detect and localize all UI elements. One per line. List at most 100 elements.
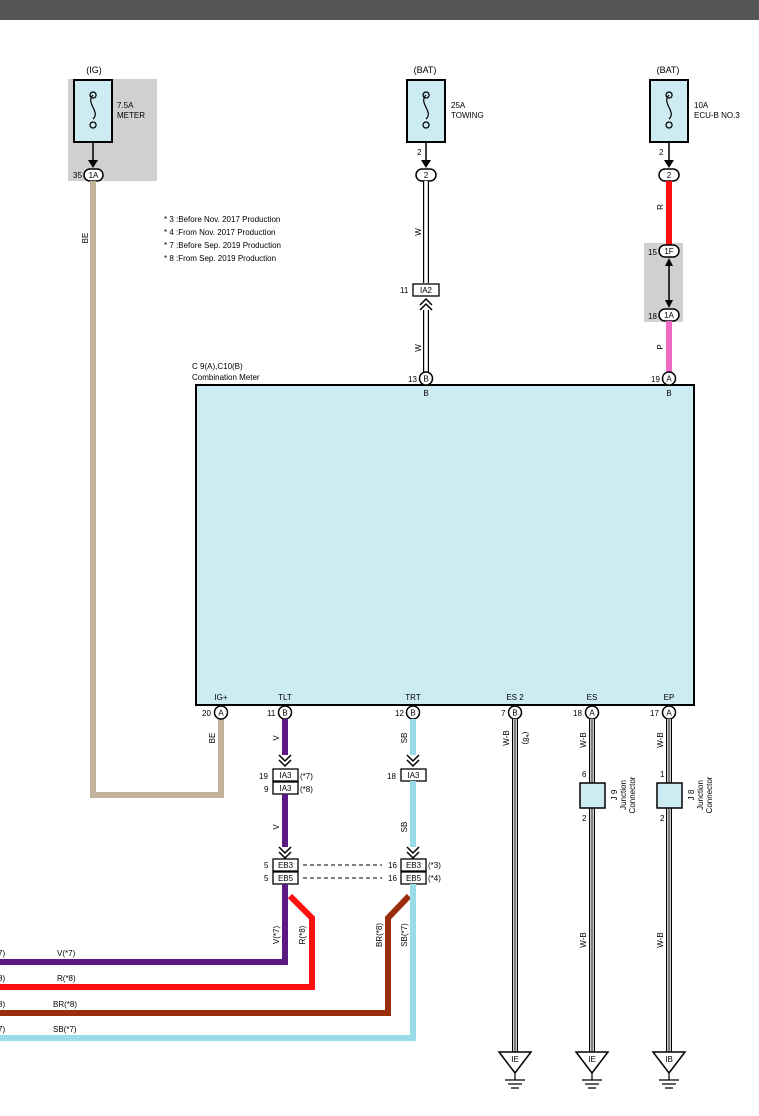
ground-icon [582, 1079, 602, 1089]
pin-w-terminal: B [423, 389, 428, 398]
junction-j8 [656, 782, 683, 809]
wire-label-v7-h: V(*7) [57, 949, 76, 958]
pin-p-num: 19 [651, 375, 660, 384]
ia3-trt-name: IA3 [407, 771, 420, 780]
j8-name: J 8 [687, 789, 696, 800]
edge-label-r: 8) [0, 974, 5, 983]
wire-label-be-top: BE [81, 233, 90, 244]
pin-es2-terminal: ES 2 [506, 693, 524, 702]
wire-be: BE BE [81, 181, 224, 798]
connector-1f [658, 244, 680, 258]
chevron-down-icon [278, 846, 292, 860]
wire-label-v7-vert: V(*7) [272, 926, 281, 945]
edge-label-br: 8) [0, 1000, 5, 1009]
pin-trt-terminal: TRT [405, 693, 421, 702]
pin-ig-num: 20 [202, 709, 211, 718]
eb5-r-note: (*4) [428, 874, 441, 883]
connector-eb3-right [400, 858, 427, 872]
arrow-down-icon [88, 160, 98, 168]
wire-label-sb-1: SB [400, 733, 409, 744]
eb5-r-name: EB5 [406, 874, 422, 883]
wire-label-r-top: R [656, 204, 665, 210]
wire-label-br8-h: BR(*8) [53, 1000, 77, 1009]
pin-ep-terminal: EP [664, 693, 675, 702]
connector-ia2 [412, 283, 440, 297]
pin-ig-circle [213, 705, 229, 720]
wire-es2: W-B (*8) [502, 719, 530, 1052]
pin-es2-conn: B [512, 709, 517, 718]
eb3-r-note: (*3) [428, 861, 441, 870]
wire-label-r8-h: R(*8) [57, 974, 76, 983]
ground-triangle-icon [574, 1051, 610, 1075]
fuse-towing-source: (BAT) [414, 65, 437, 75]
meter-body [195, 384, 695, 706]
ia2-name: IA2 [420, 286, 433, 295]
ground-icon [659, 1079, 679, 1089]
ia2-pin: 11 [400, 286, 409, 295]
wire-label-es-wb2: W-B [579, 932, 588, 947]
fuse-symbol-icon [665, 91, 673, 129]
pin-es-num: 18 [573, 709, 582, 718]
fuse-ecu-pin: 2 [659, 148, 664, 157]
fuse-meter-source: (IG) [86, 65, 102, 75]
note-3: * 3 :Before Nov. 2017 Production [164, 215, 280, 224]
meter-label-1: C 9(A),C10(B) [192, 362, 243, 371]
eb5-r-pin: 16 [388, 874, 397, 883]
pin-p-circle [661, 371, 677, 386]
wire-label-v-2: V [272, 824, 281, 830]
pin-ep-num: 17 [650, 709, 659, 718]
j8-desc2: Connector [705, 776, 714, 813]
wire-label-es-wb1: W-B [579, 732, 588, 747]
ia3-tlt-b-name: IA3 [279, 784, 292, 793]
fuse-ecu-amp: 10A [694, 101, 709, 110]
pin-ig-conn: A [218, 709, 224, 718]
j8-bottom-pin: 2 [660, 814, 665, 823]
j9-name: J 9 [610, 789, 619, 800]
ground-3-label: IB [665, 1055, 673, 1064]
fuse-ecu: (BAT) 10A ECU-B NO.3 2 2 [649, 65, 740, 182]
chevron-down-icon [406, 846, 420, 860]
pin-w-circle [418, 371, 434, 386]
fuse-meter: (IG) 7.5A METER 35 1A [68, 65, 157, 182]
fuse-meter-body [73, 79, 113, 143]
ground-2-label: IE [588, 1055, 596, 1064]
pin-p-conn: A [666, 375, 672, 384]
note-8: * 8 :From Sep. 2019 Production [164, 254, 276, 263]
fuse-ecu-source: (BAT) [657, 65, 680, 75]
pin-trt-conn: B [410, 709, 415, 718]
chevron-up-icon [419, 297, 433, 311]
eb3-l-name: EB3 [278, 861, 294, 870]
eb3-r-pin: 16 [388, 861, 397, 870]
fuse-meter-pin: 35 [73, 171, 82, 180]
fuse-symbol-icon [422, 91, 430, 129]
ground-1-label: IE [511, 1055, 519, 1064]
ground-icon [505, 1079, 525, 1089]
chevron-down-icon [406, 754, 420, 768]
chevron-down-icon [278, 754, 292, 768]
j8-top-pin: 1 [660, 770, 665, 779]
edge-label-v: 7) [0, 949, 5, 958]
wire-r-p: R 15 1F 18 1A P [644, 181, 683, 372]
pin-tlt-terminal: TLT [278, 693, 292, 702]
eb5-l-name: EB5 [278, 874, 294, 883]
wire-label-w-top: W [414, 228, 423, 236]
ia3-tlt-a-pin: 19 [259, 772, 268, 781]
fuse-towing-body [406, 79, 446, 143]
fuse-towing-pin: 2 [417, 148, 422, 157]
fuse-towing-amp: 25A [451, 101, 466, 110]
fuse-meter-amp: 7.5A [117, 101, 134, 110]
ground-triangle-icon [651, 1051, 687, 1075]
ia3-tlt-a-note: (*7) [300, 772, 313, 781]
pin-w-conn: B [423, 375, 428, 384]
connector-ia3-a [272, 768, 299, 782]
wire-w: W W 11 IA2 [400, 181, 440, 372]
fuse-symbol-icon [89, 91, 97, 129]
fuse-ecu-name: ECU-B NO.3 [694, 111, 740, 120]
fuse-towing-name: TOWING [451, 111, 484, 120]
fuse-ecu-connector: 2 [667, 171, 672, 180]
pin-trt-num: 12 [395, 709, 404, 718]
ground-triangle-icon [497, 1051, 533, 1075]
wire-trt: SB 18 IA3 SB 16 EB3 (*3) 16 EB5 (*4) [387, 719, 441, 885]
fuse-towing: (BAT) 25A TOWING 2 2 [406, 65, 484, 182]
wire-tlt: V 19 IA3 (*7) 9 IA3 (*8) V 5 EB3 5 EB5 [259, 719, 313, 885]
